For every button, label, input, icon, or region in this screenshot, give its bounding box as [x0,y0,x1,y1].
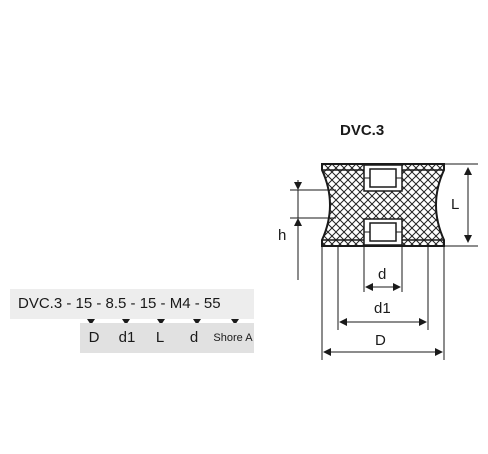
product-title: DVC.3 [340,122,385,139]
arrow-to-D [87,319,95,325]
legend-D: D [88,329,100,346]
extension-lines [290,163,478,360]
arrow-to-d [193,319,201,325]
dimension-D-label: D [375,332,386,349]
arrow-to-shore [231,319,239,325]
threaded-insert-bottom [363,218,403,246]
dimension-L-label: L [451,196,460,213]
legend-d1: d1 [118,329,136,346]
legend-L: L [155,329,165,346]
legend-d: d [189,329,199,346]
arrow-to-L [157,319,165,325]
order-code: DVC.3 - 15 - 8.5 - 15 - M4 - 55 [10,289,254,319]
code-legend: D d1 L d Shore A [80,323,254,353]
threaded-insert-top [363,164,403,192]
dimension-d1-label: d1 [374,300,391,317]
arrow-to-d1 [122,319,130,325]
legend-shore-a: Shore A [213,332,253,344]
dimension-h-label: h [278,227,287,244]
dimension-d-label: d [378,266,387,283]
